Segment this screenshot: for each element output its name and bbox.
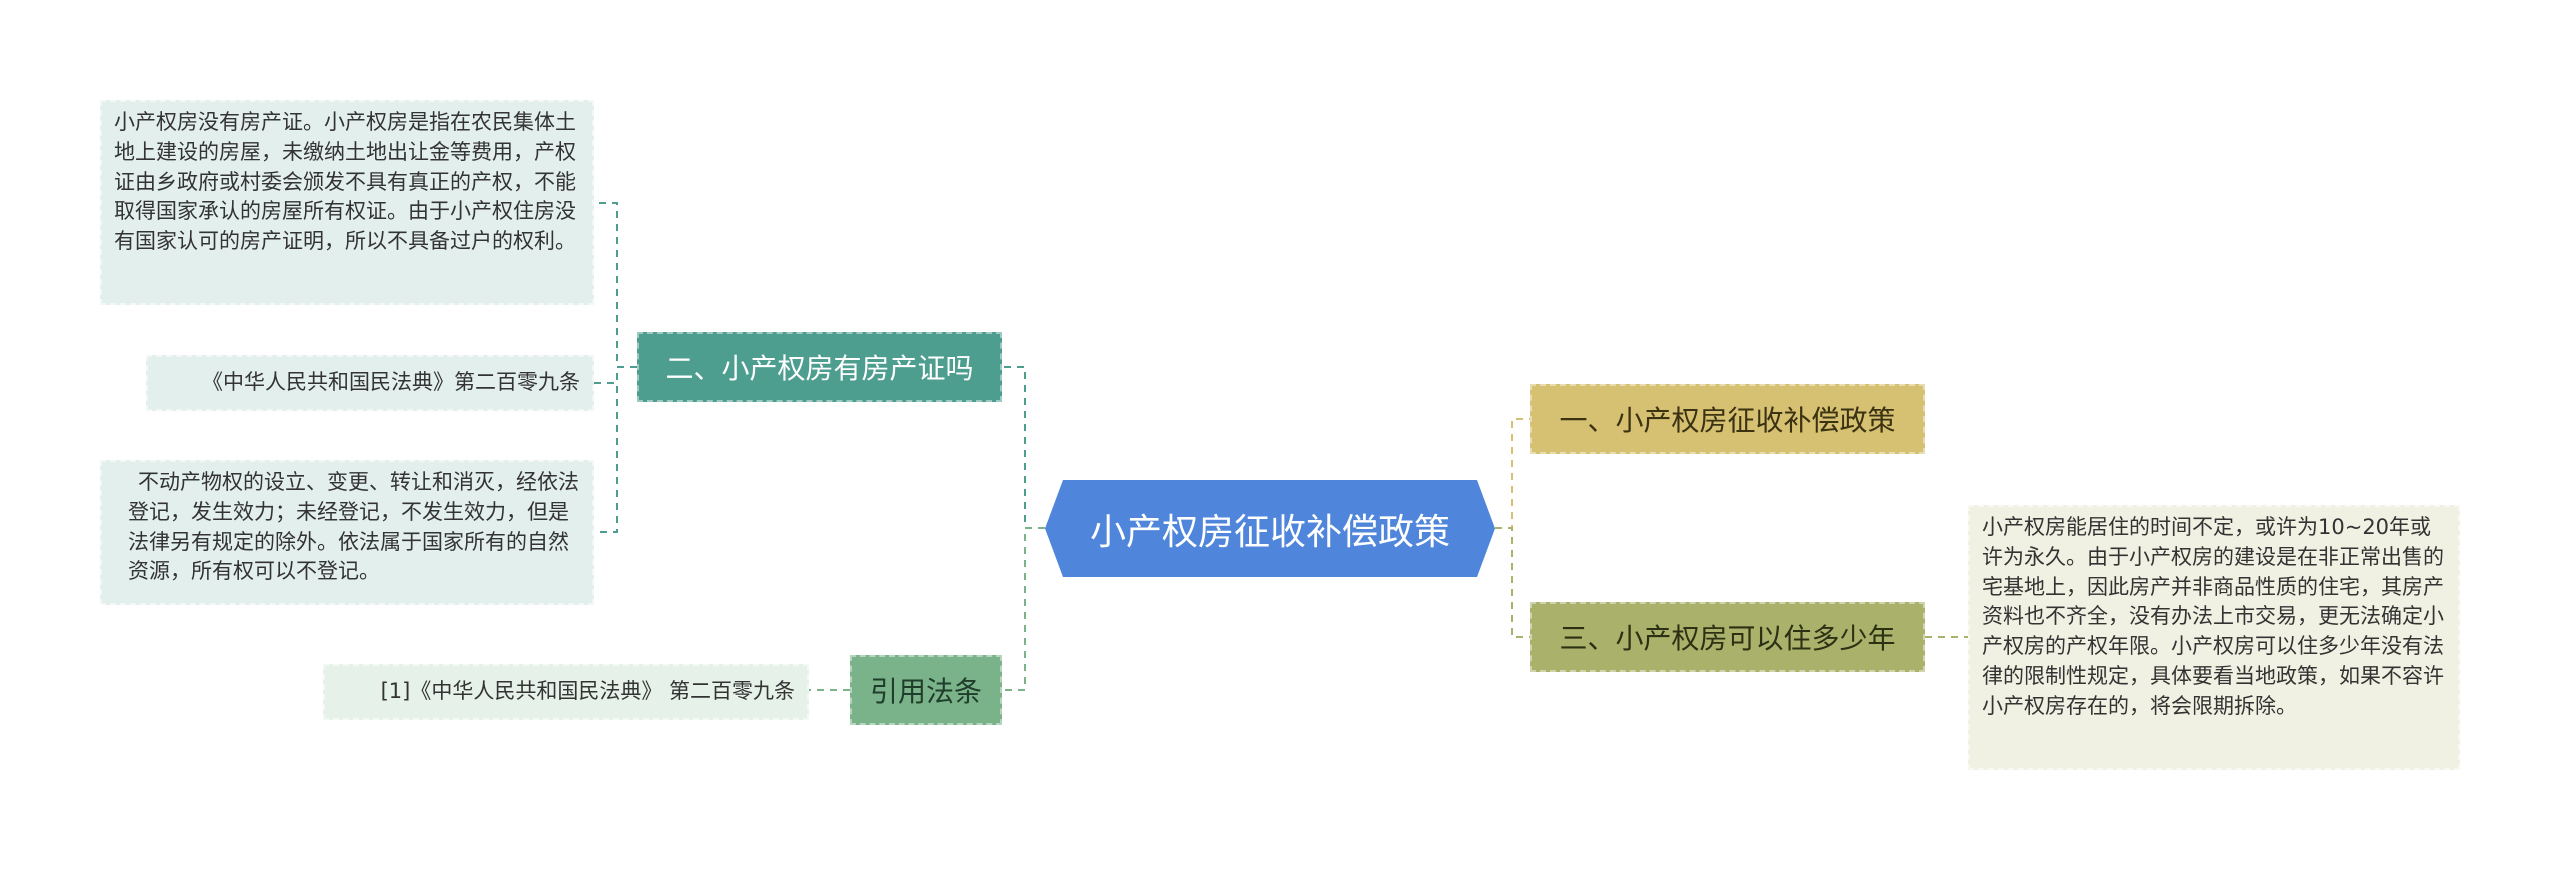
branch-citation[interactable]: 引用法条 xyxy=(850,655,1002,725)
branch-duration-label: 三、小产权房可以住多少年 xyxy=(1559,622,1896,655)
root-topic[interactable]: 小产权房征收补偿政策 xyxy=(1045,480,1495,577)
link-root-certificate xyxy=(1002,366,1045,529)
link-root-duration xyxy=(1495,527,1530,638)
link-root-policy xyxy=(1495,418,1530,529)
link-certificate-law xyxy=(594,366,637,384)
leaf-certificate-law[interactable]: 《中华人民共和国民法典》第二百零九条 xyxy=(146,355,594,411)
leaf-duration-explain[interactable]: 小产权房能居住的时间不定，或许为10~20年或许为永久。由于小产权房的建设是在非… xyxy=(1968,505,2460,770)
leaf-certificate-law-detail-text: 不动产物权的设立、变更、转让和消灭，经依法登记，发生效力；未经登记，不发生效力，… xyxy=(128,470,579,584)
branch-policy[interactable]: 一、小产权房征收补偿政策 xyxy=(1530,384,1925,454)
link-certificate-law-text xyxy=(594,366,637,533)
leaf-certificate-law-text: 《中华人民共和国民法典》第二百零九条 xyxy=(202,370,580,395)
root-topic-label: 小产权房征收补偿政策 xyxy=(1089,511,1450,553)
leaf-citation-ref-text: [1]《中华人民共和国民法典》 第二百零九条 xyxy=(380,679,795,704)
leaf-certificate-explain[interactable]: 小产权房没有房产证。小产权房是指在农民集体土地上建设的房屋，未缴纳土地出让金等费… xyxy=(100,100,594,305)
leaf-duration-explain-text: 小产权房能居住的时间不定，或许为10~20年或许为永久。由于小产权房的建设是在非… xyxy=(1982,515,2444,718)
leaf-certificate-law-detail[interactable]: 不动产物权的设立、变更、转让和消灭，经依法登记，发生效力；未经登记，不发生效力，… xyxy=(100,460,594,605)
leaf-citation-ref[interactable]: [1]《中华人民共和国民法典》 第二百零九条 xyxy=(323,664,809,720)
branch-certificate[interactable]: 二、小产权房有房产证吗 xyxy=(637,332,1002,402)
link-root-citation xyxy=(1002,527,1045,691)
link-certificate-explain xyxy=(594,202,637,368)
branch-certificate-label: 二、小产权房有房产证吗 xyxy=(665,352,974,385)
branch-duration[interactable]: 三、小产权房可以住多少年 xyxy=(1530,602,1925,672)
branch-citation-label: 引用法条 xyxy=(870,675,983,708)
leaf-certificate-explain-text: 小产权房没有房产证。小产权房是指在农民集体土地上建设的房屋，未缴纳土地出让金等费… xyxy=(114,110,576,254)
branch-policy-label: 一、小产权房征收补偿政策 xyxy=(1559,404,1896,437)
